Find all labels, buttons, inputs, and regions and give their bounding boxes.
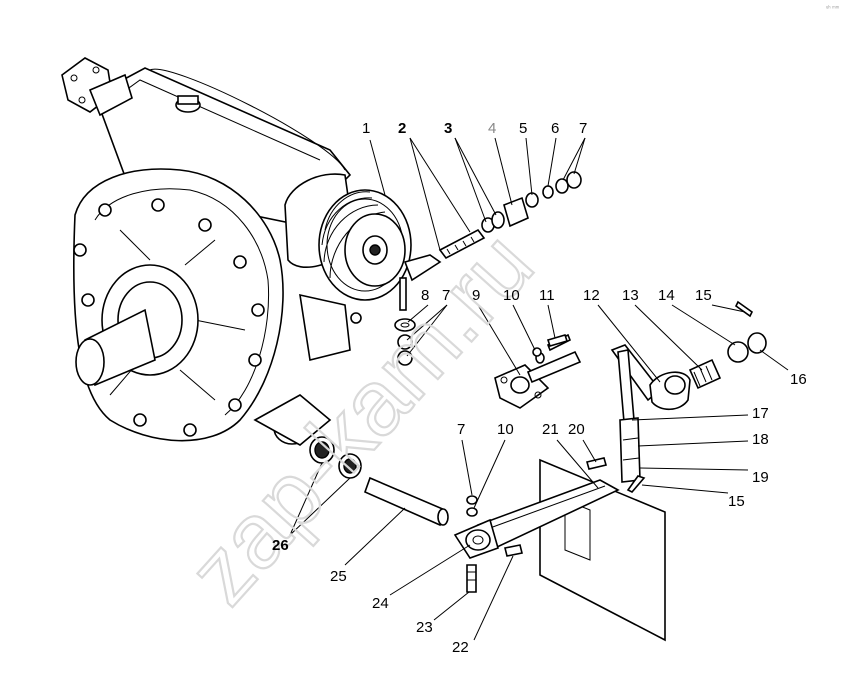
callout-8: 8 (421, 287, 429, 304)
callout-7: 7 (457, 421, 465, 438)
pedal-washers (466, 495, 478, 517)
leader-lines (289, 137, 789, 641)
callout-14: 14 (658, 287, 675, 304)
callout-13: 13 (622, 287, 639, 304)
callout-11: 11 (539, 287, 555, 304)
transmission-housing (61, 57, 352, 446)
callout-7: 7 (579, 120, 587, 137)
callout-1: 1 (362, 120, 370, 137)
callout-10: 10 (497, 421, 514, 438)
corner-mark: ᵘʰ ᵐᵐ (826, 5, 840, 12)
callout-20: 20 (568, 421, 585, 438)
callout-25: 25 (330, 568, 347, 585)
callout-4: 4 (488, 120, 496, 137)
callout-7: 7 (442, 287, 450, 304)
callout-24: 24 (372, 595, 389, 612)
callout-labels: 1 2 3 4 5 6 7 8 7 9 10 11 12 13 14 15 16… (272, 120, 807, 656)
callout-21: 21 (542, 421, 559, 438)
adjusting-rod (617, 349, 646, 493)
callout-16: 16 (790, 371, 807, 388)
lever-bracket (494, 333, 582, 409)
shaft-and-seals (309, 436, 449, 527)
washer-nut-set (394, 318, 416, 366)
callout-10: 10 (503, 287, 520, 304)
pin-and-bolt (532, 334, 569, 357)
pulley-assembly (284, 173, 442, 361)
callout-15: 15 (728, 493, 745, 510)
callout-19: 19 (752, 469, 769, 486)
callout-3: 3 (444, 120, 452, 137)
callout-18: 18 (752, 431, 769, 448)
bell-housing-bolts (73, 198, 265, 437)
callout-15: 15 (695, 287, 712, 304)
callout-12: 12 (583, 287, 600, 304)
pulley-grooves (321, 191, 386, 279)
callout-23: 23 (416, 619, 433, 636)
callout-22: 22 (452, 639, 469, 656)
callout-5: 5 (519, 120, 527, 137)
lever-spring-assembly (610, 300, 767, 411)
callout-26: 26 (272, 537, 289, 554)
callout-17: 17 (752, 405, 769, 422)
pedal-arm (453, 457, 666, 642)
callout-9: 9 (472, 287, 480, 304)
callout-2: 2 (398, 120, 406, 137)
tension-bolt-set (438, 171, 582, 260)
callout-6: 6 (551, 120, 559, 137)
